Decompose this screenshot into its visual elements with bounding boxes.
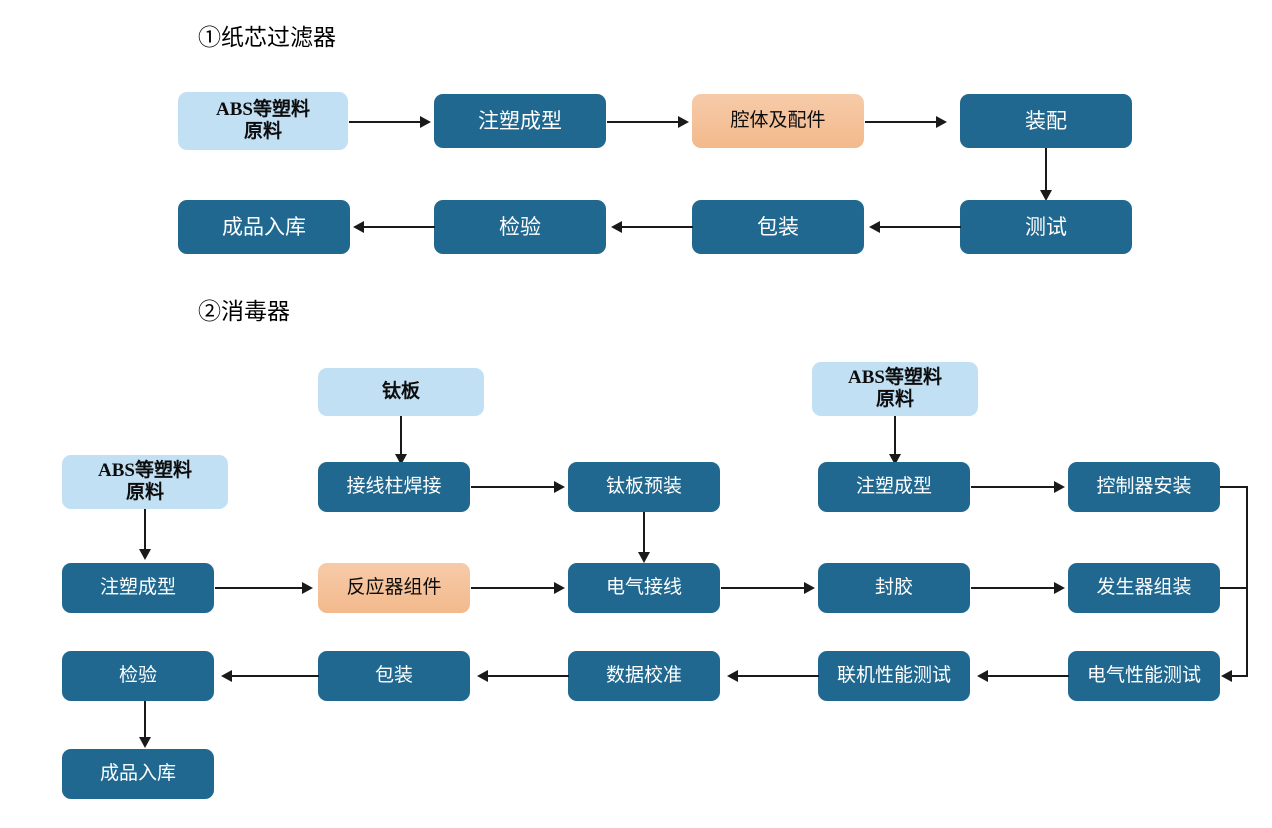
node-online-performance-test[interactable]: 联机性能测试 [818,651,970,701]
connector-line [880,226,961,228]
node-test[interactable]: 测试 [960,200,1132,254]
connector-line [1220,486,1248,488]
node-inspection-1[interactable]: 检验 [434,200,606,254]
node-packaging-2[interactable]: 包装 [318,651,470,701]
connector-line [488,675,569,677]
connector-line [988,675,1069,677]
arrow-left-icon [477,670,488,682]
arrow-right-icon [804,582,815,594]
arrow-down-icon [638,552,650,563]
connector-line [144,701,146,739]
node-electrical-wiring[interactable]: 电气接线 [568,563,720,613]
node-controller-installation[interactable]: 控制器安装 [1068,462,1220,512]
section-2-title: ②消毒器 [198,299,290,324]
arrow-right-icon [1054,481,1065,493]
connector-line [1220,587,1248,589]
connector-line [349,121,421,123]
arrow-down-icon [139,549,151,560]
node-finished-goods-storage-1[interactable]: 成品入库 [178,200,350,254]
node-abs-raw-material-2[interactable]: ABS等塑料 原料 [62,455,228,509]
node-injection-molding-1[interactable]: 注塑成型 [434,94,606,148]
arrow-left-icon [869,221,880,233]
arrow-left-icon [727,670,738,682]
node-data-calibration[interactable]: 数据校准 [568,651,720,701]
node-injection-molding-2[interactable]: 注塑成型 [62,563,214,613]
connector-line [400,416,402,456]
node-electrical-performance-test[interactable]: 电气性能测试 [1068,651,1220,701]
node-generator-assembly[interactable]: 发生器组装 [1068,563,1220,613]
connector-line [971,486,1055,488]
arrow-left-icon [1221,670,1232,682]
connector-line [721,587,805,589]
node-titanium-plate[interactable]: 钛板 [318,368,484,416]
arrow-left-icon [977,670,988,682]
connector-line [894,416,896,456]
connector-line [971,587,1055,589]
arrow-down-icon [1040,190,1052,201]
connector-line [215,587,303,589]
connector-line [865,121,937,123]
node-abs-raw-material-1[interactable]: ABS等塑料 原料 [178,92,348,150]
arrow-right-icon [678,116,689,128]
arrow-right-icon [420,116,431,128]
arrow-left-icon [221,670,232,682]
node-injection-molding-3[interactable]: 注塑成型 [818,462,970,512]
arrow-down-icon [395,454,407,465]
node-abs-raw-material-3[interactable]: ABS等塑料 原料 [812,362,978,416]
section-1-title: ①纸芯过滤器 [198,25,336,50]
node-inspection-2[interactable]: 检验 [62,651,214,701]
connector-line [232,675,319,677]
connector-line [364,226,435,228]
connector-line [607,121,679,123]
connector-line [738,675,819,677]
connector-line [1045,148,1047,192]
connector-line [1232,675,1248,677]
node-cavity-and-parts[interactable]: 腔体及配件 [692,94,864,148]
connector-line [144,509,146,551]
arrow-right-icon [936,116,947,128]
arrow-left-icon [353,221,364,233]
connector-line [622,226,693,228]
connector-line [1246,486,1248,676]
arrow-down-icon [889,454,901,465]
arrow-right-icon [1054,582,1065,594]
node-titanium-preassembly[interactable]: 钛板预装 [568,462,720,512]
node-finished-goods-storage-2[interactable]: 成品入库 [62,749,214,799]
arrow-right-icon [554,481,565,493]
arrow-left-icon [611,221,622,233]
arrow-right-icon [554,582,565,594]
arrow-down-icon [139,737,151,748]
node-terminal-welding[interactable]: 接线柱焊接 [318,462,470,512]
node-sealing[interactable]: 封胶 [818,563,970,613]
connector-line [471,587,555,589]
node-packaging-1[interactable]: 包装 [692,200,864,254]
arrow-right-icon [302,582,313,594]
node-assembly[interactable]: 装配 [960,94,1132,148]
connector-line [643,512,645,554]
connector-line [471,486,555,488]
node-reactor-assembly-part[interactable]: 反应器组件 [318,563,470,613]
